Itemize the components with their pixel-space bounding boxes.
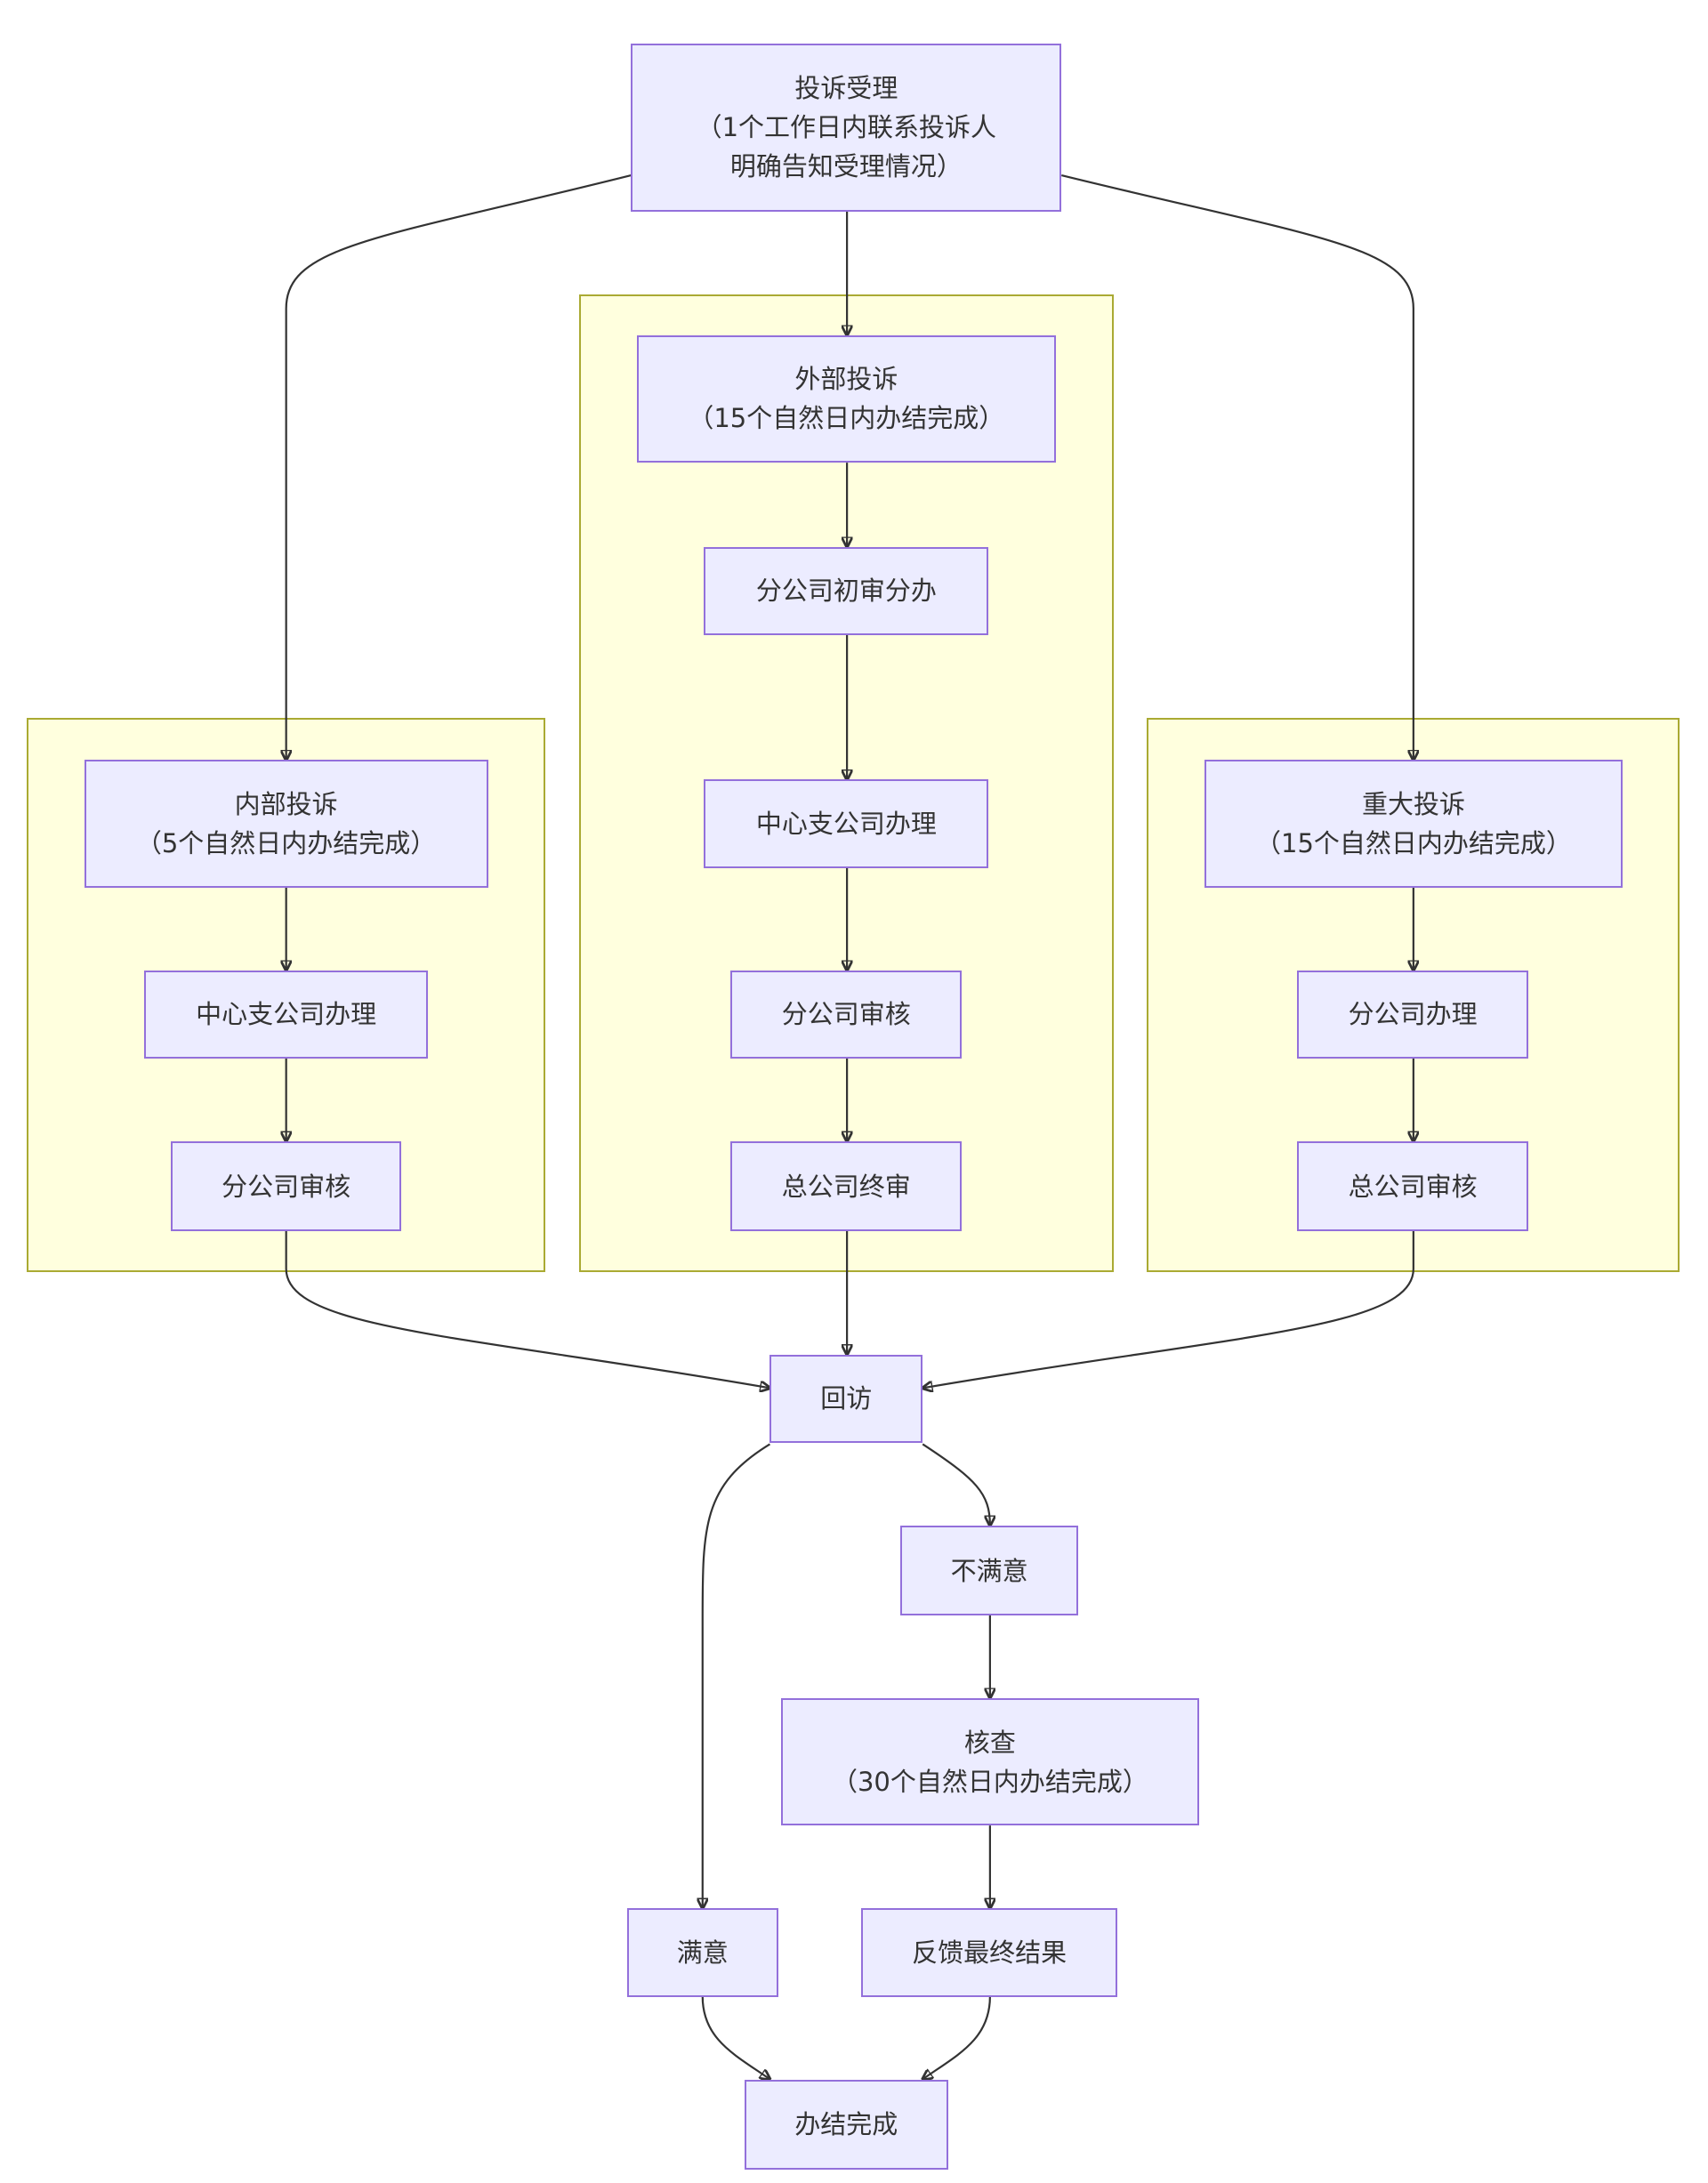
internal-branch-review-node: 分公司审核 <box>171 1141 401 1232</box>
verification-node: 核查 （30个自然日内办结完成） <box>781 1697 1199 1826</box>
internal-center-branch-handling-node: 中心支公司办理 <box>144 970 428 1059</box>
major-branch-handling-node: 分公司办理 <box>1297 970 1529 1059</box>
edge-accept-to-major <box>1061 173 1414 760</box>
external-complaint-node: 外部投诉 （15个自然日内办结完成） <box>636 334 1056 463</box>
edge-internal-branch-to-revisit <box>285 1230 770 1389</box>
revisit-node: 回访 <box>769 1354 923 1444</box>
edge-revisit-to-satisfied <box>703 1443 771 1908</box>
edge-accept-to-internal <box>286 173 632 760</box>
headquarters-review-node: 总公司审核 <box>1297 1141 1529 1232</box>
satisfied-node: 满意 <box>626 1908 778 1997</box>
complaint-acceptance-node: 投诉受理 （1个工作日内联系投诉人 明确告知受理情况） <box>631 43 1062 213</box>
final-result-feedback-node: 反馈最终结果 <box>860 1908 1118 1997</box>
edge-major-hq-to-revisit <box>922 1230 1414 1389</box>
external-center-branch-handling-node: 中心支公司办理 <box>704 779 989 868</box>
major-complaint-node: 重大投诉 （15个自然日内办结完成） <box>1204 760 1623 888</box>
headquarters-final-review-node: 总公司终审 <box>730 1141 963 1232</box>
edge-satisfied-to-done <box>701 1996 770 2079</box>
unsatisfied-node: 不满意 <box>900 1526 1079 1615</box>
completion-node: 办结完成 <box>745 2079 948 2170</box>
internal-complaint-node: 内部投诉 （5个自然日内办结完成） <box>84 760 488 888</box>
external-branch-review-node: 分公司审核 <box>730 970 963 1059</box>
edge-revisit-to-unsatisfied <box>922 1443 990 1525</box>
edge-feedback-to-done <box>922 1996 991 2079</box>
branch-initial-review-node: 分公司初审分办 <box>704 546 989 636</box>
